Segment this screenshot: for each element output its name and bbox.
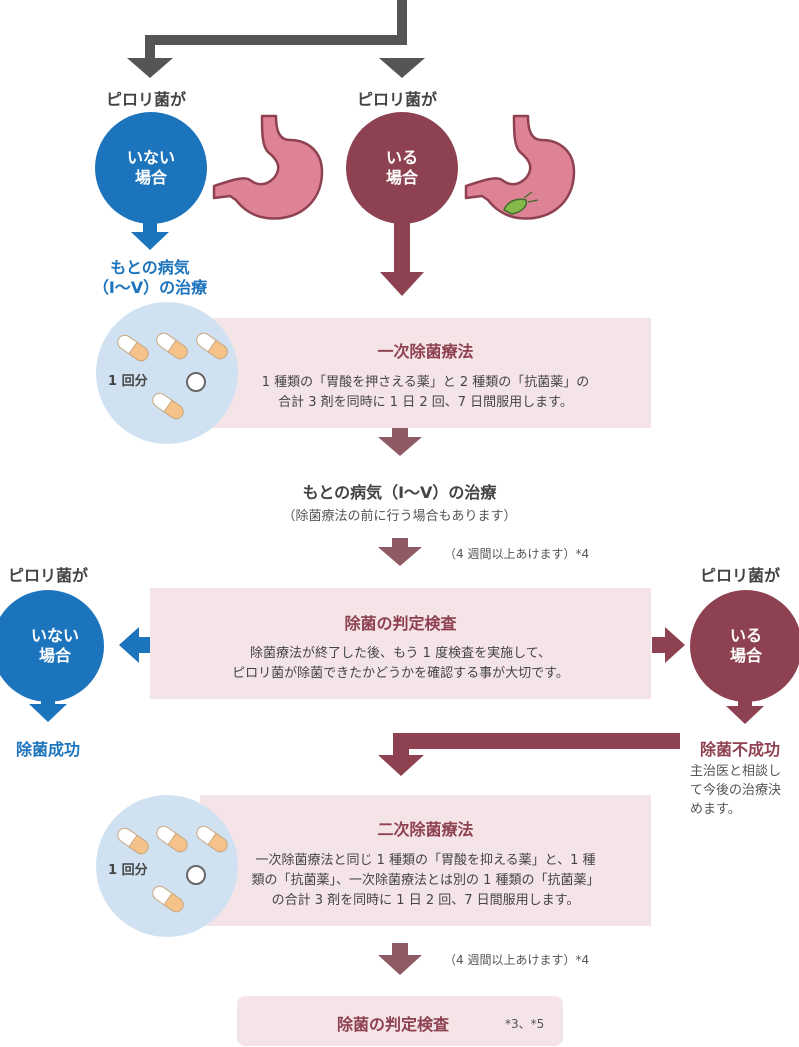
has-pylori-circle-mid: いる 場合 bbox=[690, 590, 799, 702]
circle-line2: 場合 bbox=[729, 646, 762, 665]
exam-2-title: 除菌の判定検査 bbox=[337, 1015, 450, 1034]
wait-note-2: （4 週間以上あけます）*4 bbox=[444, 953, 590, 967]
note-line3: めます。 bbox=[690, 802, 741, 817]
red-arrow-down-1 bbox=[380, 215, 424, 296]
no-pylori-circle-top: いない 場合 bbox=[95, 112, 207, 224]
first-therapy-body: 1 種類の「胃酸を押さえる薬」と 2 種類の「抗菌薬」の 合計 3 剤を同時に … bbox=[200, 373, 651, 413]
stomach-illustration-left bbox=[212, 114, 324, 220]
dose-label-1: 1 回分 bbox=[108, 374, 148, 389]
circle-line2: 場合 bbox=[385, 168, 418, 187]
circle-line1: いる bbox=[385, 148, 418, 167]
original-disease-title: もとの病気（Ⅰ～Ⅴ）の治療 bbox=[302, 483, 497, 502]
mid-left-title: ピロリ菌が bbox=[8, 566, 89, 585]
exam-1-body: 除菌療法が終了した後、もう 1 度検査を実施して、 ピロリ菌が除菌できたかどうか… bbox=[150, 644, 651, 684]
circle-line2: 場合 bbox=[38, 646, 71, 665]
capsule-icons bbox=[117, 825, 228, 913]
stomach-illustration-right bbox=[464, 114, 576, 220]
exam-1-title: 除菌の判定検査 bbox=[344, 614, 457, 633]
circle-line1: いない bbox=[30, 626, 79, 645]
note-line2: て今後の治療決 bbox=[690, 783, 782, 798]
first-therapy-title: 一次除菌療法 bbox=[377, 342, 474, 361]
body-line1: 一次除菌療法と同じ 1 種類の「胃酸を抑える薬」と、1 種 bbox=[255, 853, 596, 868]
exam-2-note: *3、*5 bbox=[505, 1017, 545, 1031]
dose-label-2: 1 回分 bbox=[108, 863, 148, 878]
failure-return-connector bbox=[378, 733, 680, 776]
success-label: 除菌成功 bbox=[16, 740, 81, 759]
circle-line2: 場合 bbox=[134, 168, 167, 187]
original-disease-blue-label: もとの病気 （Ⅰ～Ⅴ）の治療 bbox=[90, 258, 210, 298]
body-line1: 除菌療法が終了した後、もう 1 度検査を実施して、 bbox=[249, 646, 552, 661]
result-line1: もとの病気 bbox=[110, 258, 190, 277]
note-line1: 主治医と相談し bbox=[690, 764, 782, 779]
red-arrow-down-2 bbox=[726, 698, 764, 724]
second-therapy-body: 一次除菌療法と同じ 1 種類の「胃酸を抑える薬」と、1 種 類の「抗菌薬」、一次… bbox=[200, 851, 651, 911]
top-split-connector bbox=[127, 0, 425, 78]
wait-note-1: （4 週間以上あけます）*4 bbox=[444, 547, 590, 561]
original-disease-sub: （除菌療法の前に行う場合もあります） bbox=[282, 509, 517, 524]
pill-set-illustration-2: 1 回分 bbox=[96, 795, 238, 937]
circle-line1: いない bbox=[126, 148, 175, 167]
capsule-icons bbox=[117, 332, 228, 420]
no-pylori-circle-mid: いない 場合 bbox=[0, 590, 104, 702]
result-line2: （Ⅰ～Ⅴ）の治療 bbox=[92, 278, 208, 297]
body-line1: 1 種類の「胃酸を押さえる薬」と 2 種類の「抗菌薬」の bbox=[261, 375, 590, 390]
failure-label: 除菌不成功 bbox=[700, 740, 781, 759]
exam-box-2: 除菌の判定検査 *3、*5 bbox=[237, 996, 563, 1046]
red-arrow-right bbox=[652, 627, 685, 663]
grey-arrow-1 bbox=[378, 428, 422, 456]
exam-box-1: 除菌の判定検査 除菌療法が終了した後、もう 1 度検査を実施して、 ピロリ菌が除… bbox=[150, 588, 651, 699]
failure-note: 主治医と相談し て今後の治療決 めます。 bbox=[690, 762, 781, 819]
body-line2: 合計 3 剤を同時に 1 日 2 回、7 日間服用します。 bbox=[278, 395, 573, 410]
second-therapy-title: 二次除菌療法 bbox=[377, 820, 474, 839]
second-therapy-box: 二次除菌療法 一次除菌療法と同じ 1 種類の「胃酸を抑える薬」と、1 種 類の「… bbox=[200, 795, 651, 926]
circle-line1: いる bbox=[729, 626, 762, 645]
first-therapy-box: 一次除菌療法 1 種類の「胃酸を押さえる薬」と 2 種類の「抗菌薬」の 合計 3… bbox=[200, 318, 651, 428]
has-pylori-circle-top: いる 場合 bbox=[346, 112, 458, 224]
pill-set-illustration-1: 1 回分 bbox=[96, 302, 238, 444]
grey-arrow-2 bbox=[378, 538, 422, 566]
top-left-title: ピロリ菌が bbox=[106, 90, 187, 109]
mid-right-title: ピロリ菌が bbox=[700, 566, 781, 585]
top-right-title: ピロリ菌が bbox=[357, 90, 438, 109]
body-line3: の合計 3 剤を同時に 1 日 2 回、7 日間服用します。 bbox=[271, 893, 580, 908]
body-line2: ピロリ菌が除菌できたかどうかを確認する事が大切です。 bbox=[232, 666, 569, 681]
body-line2: 類の「抗菌薬」、一次除菌療法とは別の 1 種類の「抗菌薬」 bbox=[251, 873, 600, 888]
grey-arrow-3 bbox=[378, 943, 422, 975]
blue-arrow-left bbox=[119, 627, 152, 663]
